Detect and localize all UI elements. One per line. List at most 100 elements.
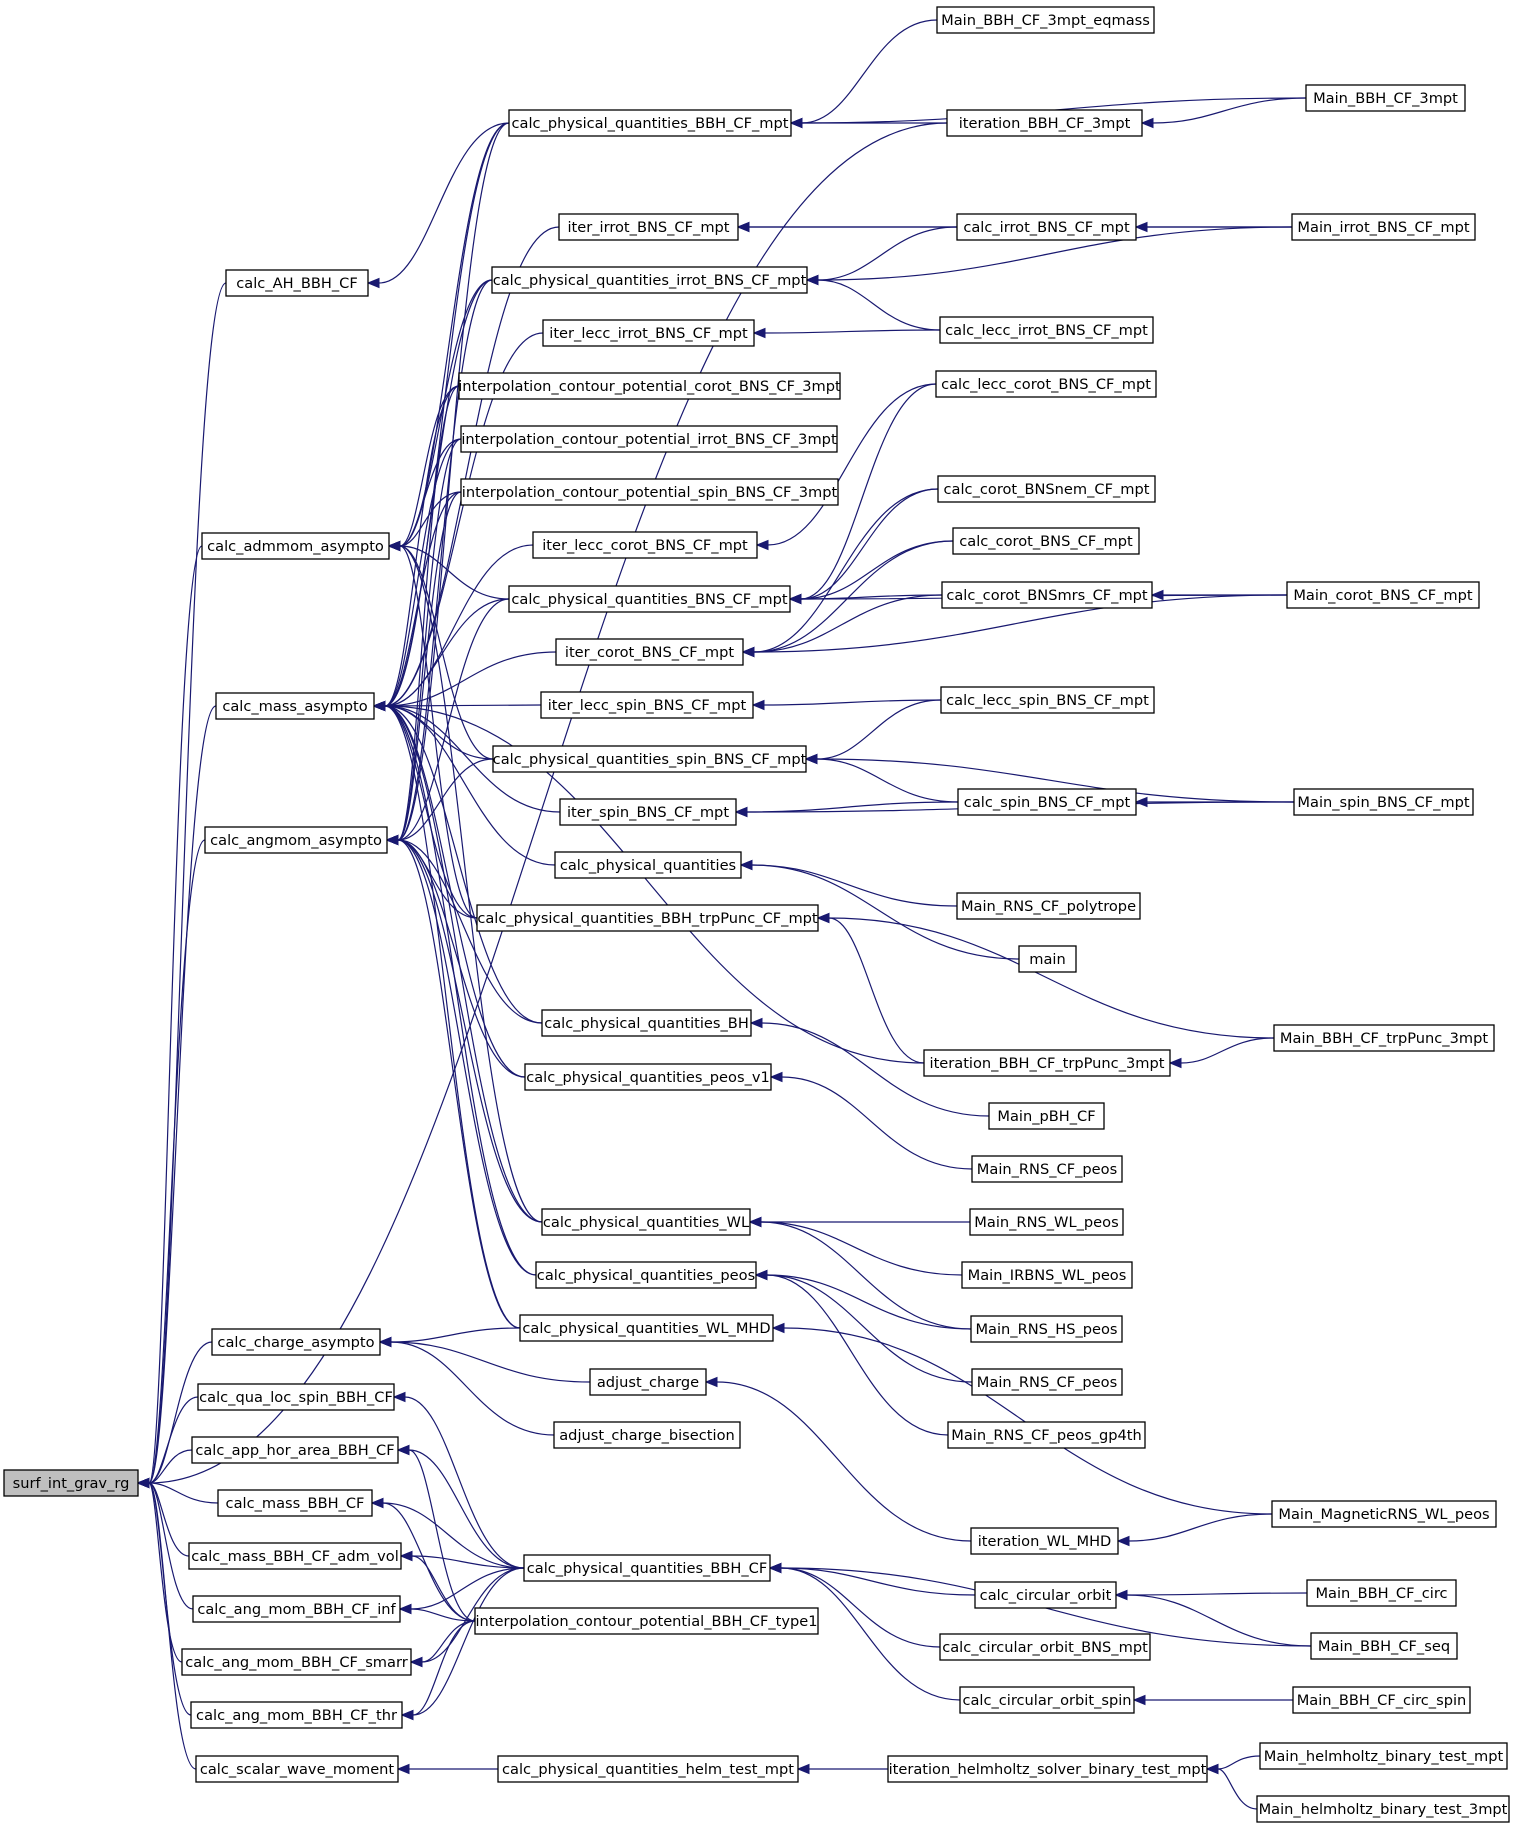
node-calc-physical-quantities-irrot-bns-cf-mpt[interactable]: calc_physical_quantities_irrot_BNS_CF_mp… xyxy=(491,266,808,294)
node-label: calc_physical_quantities_spin_BNS_CF_mpt xyxy=(493,751,807,768)
node-main-magneticrns-wl-peos[interactable]: Main_MagneticRNS_WL_peos xyxy=(1271,1500,1497,1528)
node-main-bbh-cf-circ-spin[interactable]: Main_BBH_CF_circ_spin xyxy=(1292,1686,1471,1714)
edge-line xyxy=(384,705,521,1329)
node-main-rns-cf-polytrope[interactable]: Main_RNS_CF_polytrope xyxy=(956,892,1141,920)
node-iter-lecc-irrot-bns-cf-mpt[interactable]: iter_lecc_irrot_BNS_CF_mpt xyxy=(542,319,755,347)
node-main-irbns-wl-peos[interactable]: Main_IRBNS_WL_peos xyxy=(961,1261,1133,1289)
node-interpolation-contour-potential-spin-bns-cf-3mpt[interactable]: interpolation_contour_potential_spin_BNS… xyxy=(460,478,839,506)
node-label: calc_charge_asympto xyxy=(217,1334,374,1351)
node-main-bbh-cf-3mpt-eqmass[interactable]: Main_BBH_CF_3mpt_eqmass xyxy=(936,6,1155,34)
node-calc-physical-quantities-peos-v1[interactable]: calc_physical_quantities_peos_v1 xyxy=(524,1063,772,1091)
node-calc-lecc-irrot-bns-cf-mpt[interactable]: calc_lecc_irrot_BNS_CF_mpt xyxy=(939,316,1154,344)
node-adjust-charge-bisection[interactable]: adjust_charge_bisection xyxy=(553,1421,741,1449)
arrowhead xyxy=(385,834,399,846)
node-iter-lecc-spin-bns-cf-mpt[interactable]: iter_lecc_spin_BNS_CF_mpt xyxy=(540,691,754,719)
node-label: calc_app_hor_area_BBH_CF xyxy=(195,1442,394,1459)
node-calc-physical-quantities-wl[interactable]: calc_physical_quantities_WL xyxy=(541,1208,751,1236)
node-calc-physical-quantities-bbh-cf[interactable]: calc_physical_quantities_BBH_CF xyxy=(523,1554,771,1582)
node-calc-physical-quantities[interactable]: calc_physical_quantities xyxy=(554,851,742,879)
node-box xyxy=(970,1527,1119,1555)
node-interpolation-contour-potential-irrot-bns-cf-3mpt[interactable]: interpolation_contour_potential_irrot_BN… xyxy=(460,425,838,453)
edge-line xyxy=(148,1482,183,1663)
node-calc-lecc-spin-bns-cf-mpt[interactable]: calc_lecc_spin_BNS_CF_mpt xyxy=(940,686,1155,714)
node-box xyxy=(959,1686,1135,1714)
node-calc-mass-bbh-cf-adm-vol[interactable]: calc_mass_BBH_CF_adm_vol xyxy=(188,1542,402,1570)
node-calc-circular-orbit[interactable]: calc_circular_orbit xyxy=(974,1581,1117,1609)
node-calc-physical-quantities-spin-bns-cf-mpt[interactable]: calc_physical_quantities_spin_BNS_CF_mpt xyxy=(492,745,807,773)
node-interpolation-contour-potential-bbh-cf-type1[interactable]: interpolation_contour_potential_BBH_CF_t… xyxy=(474,1607,819,1635)
node-calc-lecc-corot-bns-cf-mpt[interactable]: calc_lecc_corot_BNS_CF_mpt xyxy=(935,370,1157,398)
node-main-irrot-bns-cf-mpt[interactable]: Main_irrot_BNS_CF_mpt xyxy=(1291,213,1476,241)
node-main-rns-cf-peos[interactable]: Main_RNS_CF_peos xyxy=(971,1155,1123,1183)
node-main-pbh-cf[interactable]: Main_pBH_CF xyxy=(988,1102,1105,1130)
node-main-rns-hs-peos[interactable]: Main_RNS_HS_peos xyxy=(970,1315,1123,1343)
node-surf-int-grav-rg[interactable]: surf_int_grav_rg xyxy=(3,1469,139,1497)
node-main-bbh-cf-seq[interactable]: Main_BBH_CF_seq xyxy=(1310,1632,1458,1660)
node-iteration-bbh-cf-trppunc-3mpt[interactable]: iteration_BBH_CF_trpPunc_3mpt xyxy=(923,1049,1171,1077)
node-calc-app-hor-area-bbh-cf[interactable]: calc_app_hor_area_BBH_CF xyxy=(191,1436,399,1464)
node-calc-corot-bnsmrs-cf-mpt[interactable]: calc_corot_BNSmrs_CF_mpt xyxy=(941,581,1153,609)
node-main[interactable]: main xyxy=(1018,945,1077,973)
node-calc-circular-orbit-spin[interactable]: calc_circular_orbit_spin xyxy=(959,1686,1135,1714)
node-adjust-charge[interactable]: adjust_charge xyxy=(589,1368,707,1396)
node-iteration-helmholtz-solver-binary-test-mpt[interactable]: iteration_helmholtz_solver_binary_test_m… xyxy=(887,1755,1208,1783)
node-main-spin-bns-cf-mpt[interactable]: Main_spin_BNS_CF_mpt xyxy=(1293,788,1474,816)
node-calc-physical-quantities-wl-mhd[interactable]: calc_physical_quantities_WL_MHD xyxy=(519,1314,774,1342)
node-calc-charge-asympto[interactable]: calc_charge_asympto xyxy=(211,1328,381,1356)
node-calc-mass-bbh-cf[interactable]: calc_mass_BBH_CF xyxy=(217,1489,373,1517)
node-calc-angmom-asympto[interactable]: calc_angmom_asympto xyxy=(204,826,388,854)
node-main-rns-cf-peos2[interactable]: Main_RNS_CF_peos xyxy=(971,1368,1123,1396)
node-calc-physical-quantities-helm-test-mpt[interactable]: calc_physical_quantities_helm_test_mpt xyxy=(497,1755,799,1783)
edge-calc-physical-quantities-bbh-cf-mpt-to-iteration-bbh-cf-3mpt xyxy=(789,117,947,129)
node-main-corot-bns-cf-mpt[interactable]: Main_corot_BNS_CF_mpt xyxy=(1286,581,1480,609)
node-iteration-wl-mhd[interactable]: iteration_WL_MHD xyxy=(970,1527,1119,1555)
edge-line xyxy=(760,1221,972,1330)
arrowhead xyxy=(409,1656,423,1668)
node-calc-corot-bns-cf-mpt[interactable]: calc_corot_BNS_CF_mpt xyxy=(952,527,1140,555)
node-calc-physical-quantities-bh[interactable]: calc_physical_quantities_BH xyxy=(541,1009,752,1037)
node-label: iteration_BBH_CF_3mpt xyxy=(959,115,1131,132)
node-main-helmholtz-binary-test-3mpt[interactable]: Main_helmholtz_binary_test_3mpt xyxy=(1256,1795,1510,1823)
node-interpolation-contour-potential-corot-bns-cf-3mpt[interactable]: interpolation_contour_potential_corot_BN… xyxy=(458,372,841,400)
node-main-rns-wl-peos[interactable]: Main_RNS_WL_peos xyxy=(969,1208,1124,1236)
node-box xyxy=(1256,1795,1510,1823)
node-calc-scalar-wave-moment[interactable]: calc_scalar_wave_moment xyxy=(195,1755,399,1783)
node-main-rns-cf-peos-gp4th[interactable]: Main_RNS_CF_peos_gp4th xyxy=(947,1421,1146,1449)
node-iter-corot-bns-cf-mpt[interactable]: iter_corot_BNS_CF_mpt xyxy=(555,638,744,666)
edge-calc-physical-quantities-spin-bns-cf-mpt-to-main-spin-bns-cf-mpt xyxy=(804,753,1295,803)
node-calc-ang-mom-bbh-cf-smarr[interactable]: calc_ang_mom_BBH_CF_smarr xyxy=(181,1648,412,1676)
node-calc-physical-quantities-peos[interactable]: calc_physical_quantities_peos xyxy=(535,1261,757,1289)
node-iteration-bbh-cf-3mpt[interactable]: iteration_BBH_CF_3mpt xyxy=(946,109,1143,137)
node-calc-mass-asympto[interactable]: calc_mass_asympto xyxy=(215,692,375,720)
node-iter-lecc-corot-bns-cf-mpt[interactable]: iter_lecc_corot_BNS_CF_mpt xyxy=(532,531,758,559)
node-iter-spin-bns-cf-mpt[interactable]: iter_spin_BNS_CF_mpt xyxy=(559,798,737,826)
node-calc-circular-orbit-bns-mpt[interactable]: calc_circular_orbit_BNS_mpt xyxy=(939,1633,1151,1661)
node-box xyxy=(1306,1579,1457,1607)
edge-calc-circular-orbit-to-main-bbh-cf-circ xyxy=(1114,1589,1308,1601)
node-main-bbh-cf-3mpt[interactable]: Main_BBH_CF_3mpt xyxy=(1305,84,1466,112)
node-calc-ang-mom-bbh-cf-inf[interactable]: calc_ang_mom_BBH_CF_inf xyxy=(192,1595,401,1623)
node-calc-physical-quantities-bns-cf-mpt[interactable]: calc_physical_quantities_BNS_CF_mpt xyxy=(508,585,791,613)
node-calc-ang-mom-bbh-cf-thr[interactable]: calc_ang_mom_BBH_CF_thr xyxy=(190,1701,403,1729)
edge-calc-physical-quantities-wl-mhd-to-main-magneticrns-wl-peos xyxy=(771,1322,1273,1515)
node-calc-ah-bbh-cf[interactable]: calc_AH_BBH_CF xyxy=(225,269,369,297)
node-box xyxy=(190,1701,403,1729)
node-calc-admmom-asympto[interactable]: calc_admmom_asympto xyxy=(201,532,390,560)
edge-line xyxy=(410,1608,476,1622)
node-calc-irrot-bns-cf-mpt[interactable]: calc_irrot_BNS_CF_mpt xyxy=(956,213,1137,241)
node-calc-corot-bnsnem-cf-mpt[interactable]: calc_corot_BNSnem_CF_mpt xyxy=(937,475,1156,503)
node-calc-spin-bns-cf-mpt[interactable]: calc_spin_BNS_CF_mpt xyxy=(957,788,1137,816)
node-main-helmholtz-binary-test-mpt[interactable]: Main_helmholtz_binary_test_mpt xyxy=(1259,1742,1508,1770)
arrowhead xyxy=(771,1322,785,1334)
node-main-bbh-cf-trppunc-3mpt[interactable]: Main_BBH_CF_trpPunc_3mpt xyxy=(1273,1024,1495,1052)
edge-line xyxy=(800,488,939,600)
node-calc-physical-quantities-bbh-trppunc-cf-mpt[interactable]: calc_physical_quantities_BBH_trpPunc_CF_… xyxy=(476,904,819,932)
node-main-bbh-cf-circ[interactable]: Main_BBH_CF_circ xyxy=(1306,1579,1457,1607)
node-box xyxy=(1018,945,1077,973)
node-label: calc_lecc_irrot_BNS_CF_mpt xyxy=(945,322,1148,339)
node-calc-physical-quantities-bbh-cf-mpt[interactable]: calc_physical_quantities_BBH_CF_mpt xyxy=(508,109,792,137)
edge-line xyxy=(378,122,510,284)
node-iter-irrot-bns-cf-mpt[interactable]: iter_irrot_BNS_CF_mpt xyxy=(558,213,739,241)
node-calc-qua-loc-spin-bbh-cf[interactable]: calc_qua_loc_spin_BBH_CF xyxy=(197,1383,395,1411)
node-box xyxy=(961,1261,1133,1289)
